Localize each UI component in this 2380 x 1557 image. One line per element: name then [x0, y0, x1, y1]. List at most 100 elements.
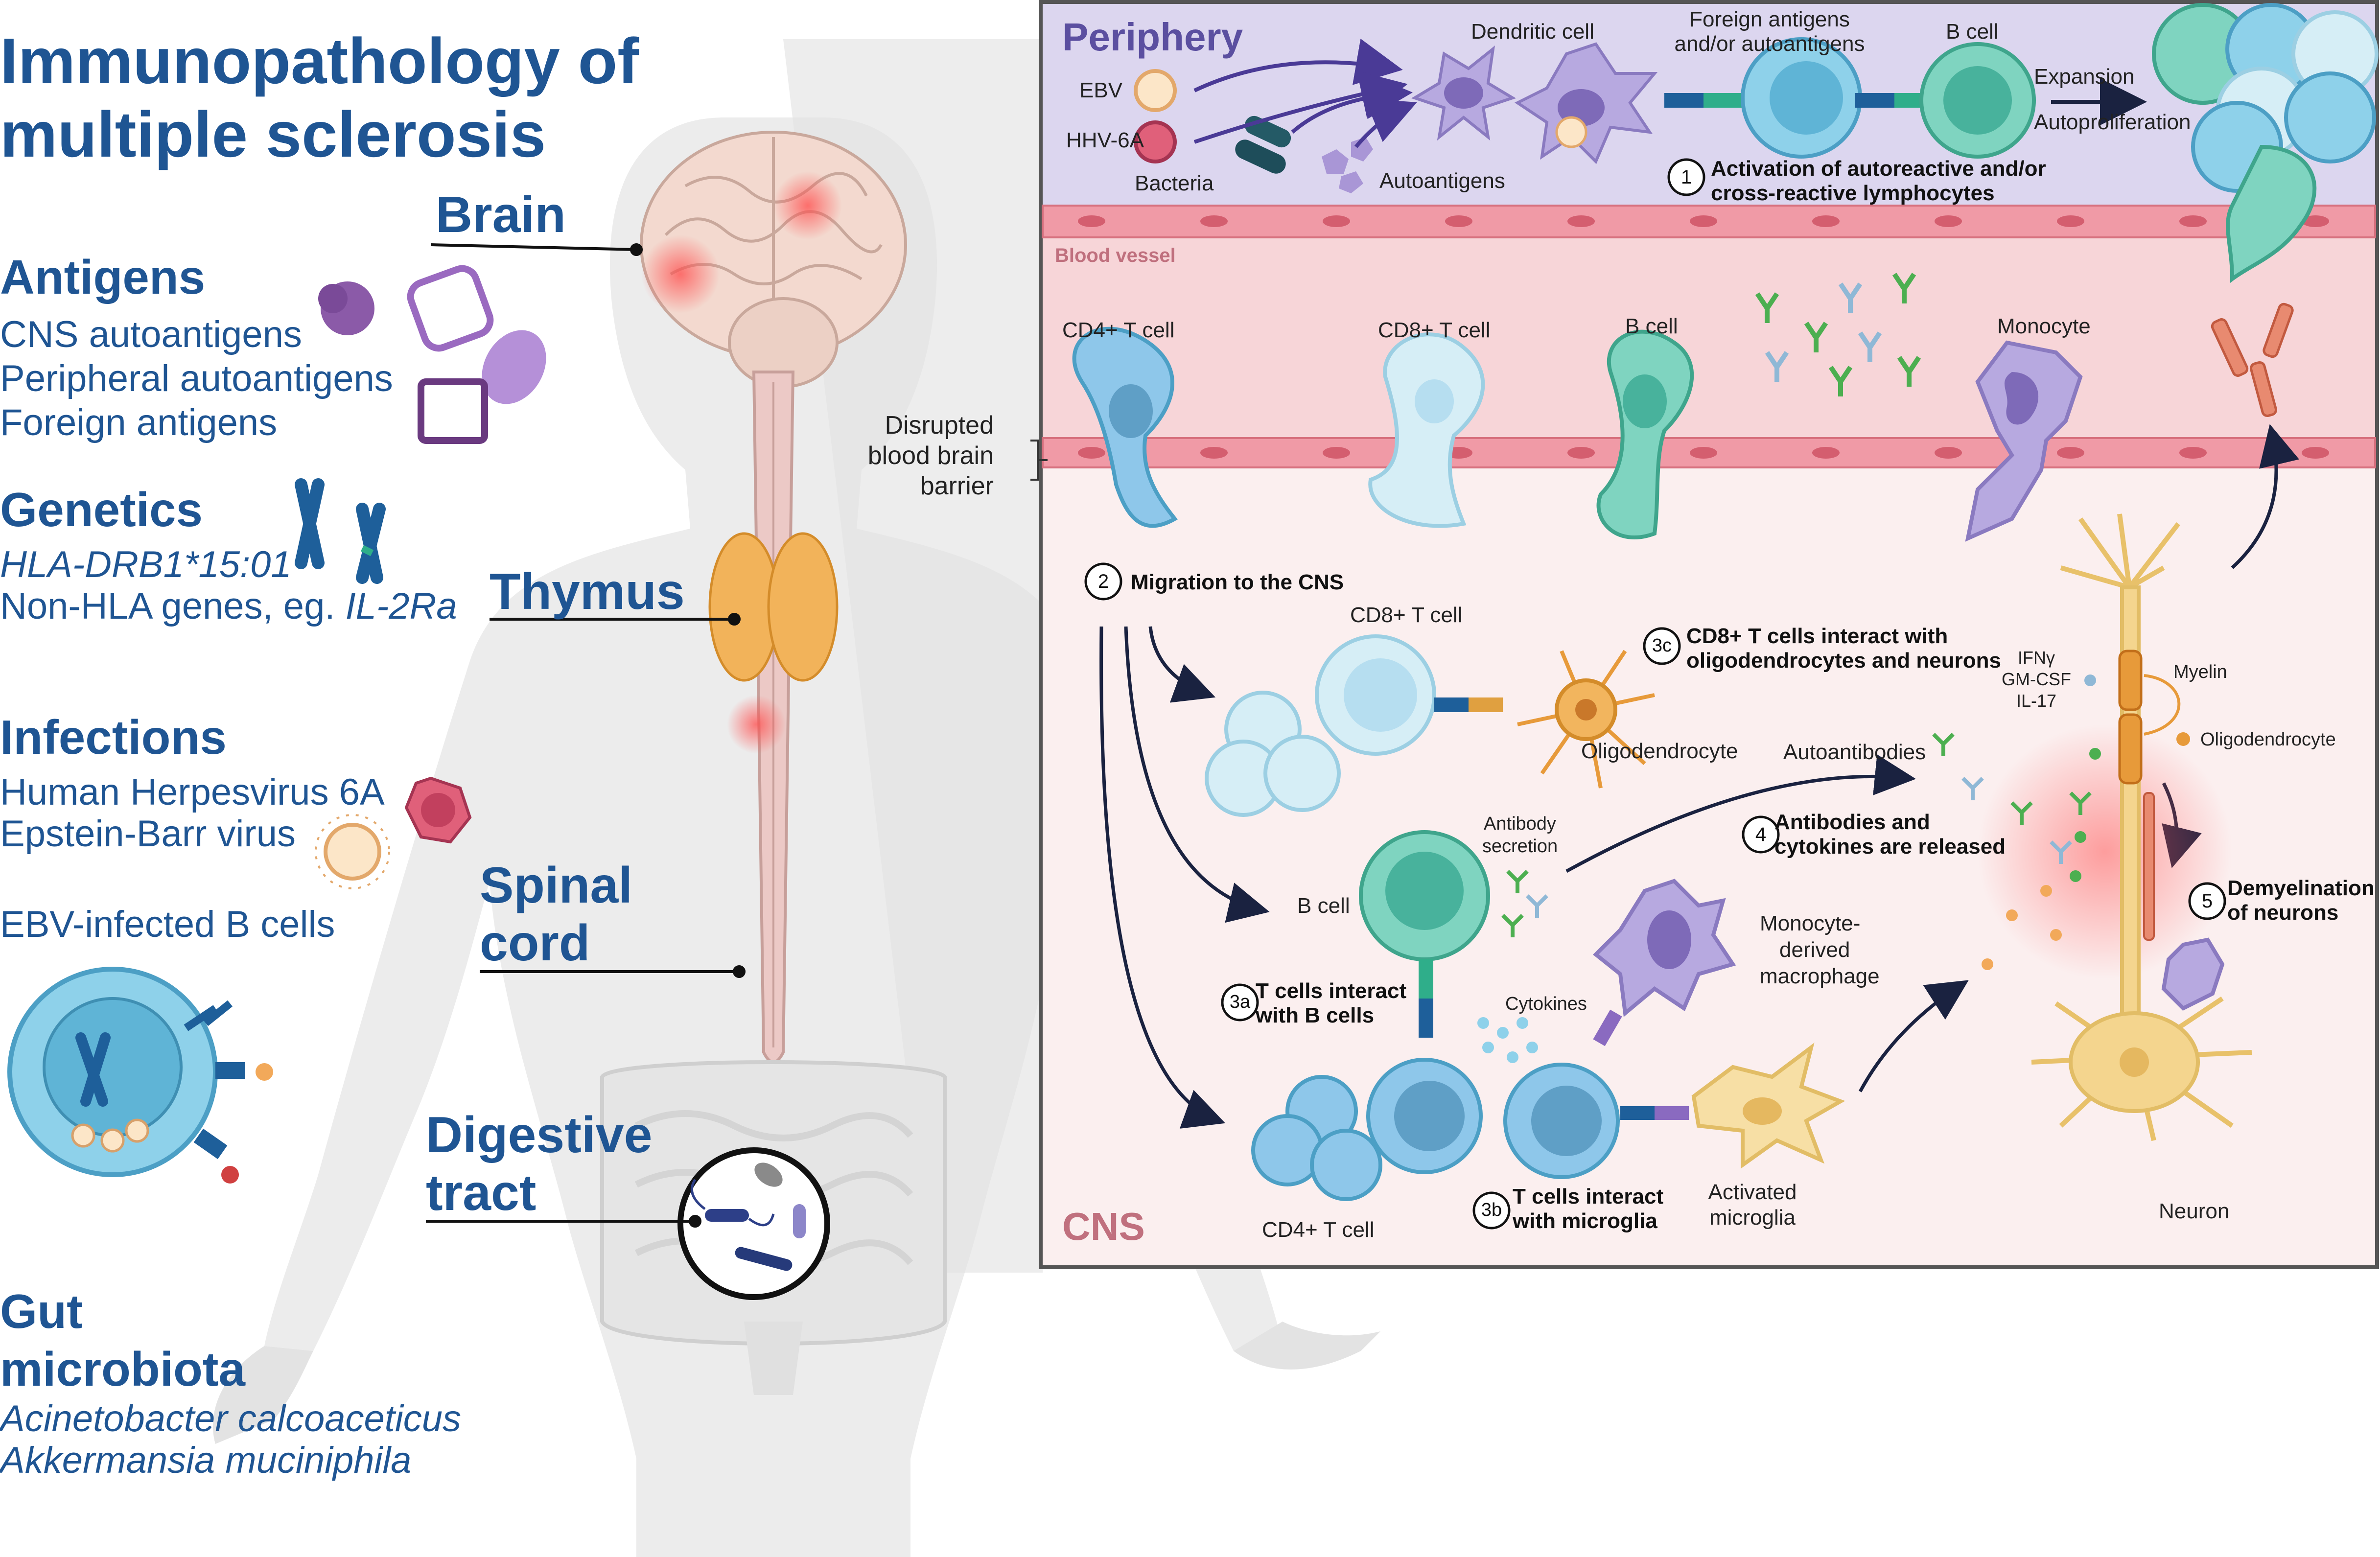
oligodendrocyte-label: Oligodendrocyte: [1581, 739, 1738, 763]
bacteria-label: Bacteria: [1135, 171, 1214, 195]
antibody-secretion-label: Antibody secretion: [1471, 813, 1569, 858]
step-5-text: Demyelination of neurons: [2227, 876, 2375, 925]
step-line: T cells interact: [1256, 979, 1407, 1003]
step-number: 3a: [1229, 992, 1251, 1012]
dendritic-cell-label: Dendritic cell: [1471, 20, 1594, 44]
ebv-label: EBV: [1079, 78, 1123, 102]
antibody-secretion-line: Antibody: [1484, 813, 1556, 834]
step-2-text: Migration to the CNS: [1131, 570, 1344, 594]
infections-heading: Infections: [0, 710, 227, 764]
step-number: 3c: [1652, 635, 1672, 656]
gut-item: Akkermansia muciniphila: [0, 1440, 412, 1481]
step-line: Activation of autoreactive and/or: [1711, 157, 2046, 181]
step-line: CD8+ T cells interact with: [1686, 624, 1948, 648]
foreign-antigens-label: Foreign antigens and/or autoantigens: [1672, 7, 1867, 56]
activated-microglia-label: Activated microglia: [1679, 1180, 1826, 1231]
virus-icons: [315, 776, 472, 889]
microglia-line: microglia: [1709, 1206, 1796, 1230]
step-line: of neurons: [2227, 901, 2339, 925]
vessel-bcell-label: B cell: [1625, 314, 1678, 338]
step-line: with B cells: [1256, 1003, 1375, 1027]
step-number: 3b: [1481, 1200, 1502, 1220]
myelin-debris: [2211, 302, 2294, 418]
cns-bcell-label: B cell: [1297, 894, 1350, 918]
genetics-heading: Genetics: [0, 483, 203, 536]
thymus-illustration: [708, 532, 839, 682]
cytokines-label: Cytokines: [1505, 994, 1587, 1014]
step-line: Demyelination: [2227, 876, 2375, 900]
macrophage-line: derived: [1779, 938, 1850, 962]
antibodies-vessel: [1755, 273, 1921, 396]
vessel-cd4-label: CD4+ T cell: [1062, 318, 1175, 342]
gut-microbiota-heading: Gut microbiota: [0, 1284, 245, 1396]
genetics-non-hla: Non-HLA genes, eg. IL-2Ra: [0, 585, 457, 627]
b-cell-label-periphery: B cell: [1946, 20, 1999, 44]
macrophage-line: macrophage: [1760, 964, 1880, 988]
step-3c-text: CD8+ T cells interact with oligodendrocy…: [1686, 624, 2001, 673]
organ-label-thymus: Thymus: [490, 563, 685, 620]
organ-leader-lines: [426, 243, 746, 1228]
step-number: 5: [2201, 890, 2213, 912]
step-number: 1: [1680, 166, 1692, 188]
autoantigens-label: Autoantigens: [1379, 169, 1505, 193]
step-1-text: Activation of autoreactive and/or cross-…: [1711, 157, 2046, 206]
step-3b-text: T cells interact with microglia: [1513, 1185, 1663, 1233]
brain-illustration: [640, 131, 907, 388]
il17-label: IL-17: [2016, 691, 2057, 711]
organ-label-digestive-tract: Digestive tract: [426, 1107, 653, 1221]
gmcsf-label: GM-CSF: [2002, 669, 2071, 689]
infection-item: Epstein-Barr virus: [0, 813, 296, 855]
step-line: Antibodies and: [1774, 810, 1930, 834]
disrupted-bbb-label: Disrupted blood brain barrier: [847, 410, 994, 501]
cns-label: CNS: [1062, 1205, 1145, 1248]
genetics-non-hla-gene: IL-2Ra: [345, 585, 457, 627]
infection-item: Human Herpesvirus 6A: [0, 771, 385, 813]
ifng-label: IFNγ: [2018, 648, 2055, 668]
antigen-item: Peripheral autoantigens: [0, 358, 393, 399]
blood-vessel-label: Blood vessel: [1055, 245, 1176, 266]
hhv6a-label: HHV-6A: [1066, 128, 1144, 152]
vessel-cells: [1072, 326, 2083, 542]
step-4-text: Antibodies and cytokines are released: [1774, 810, 2006, 859]
bbb-line: barrier: [920, 472, 994, 500]
foreign-antigens-line: and/or autoantigens: [1674, 32, 1865, 56]
genetics-non-hla-prefix: Non-HLA genes, eg.: [0, 585, 346, 627]
periphery-label: Periphery: [1062, 15, 1243, 59]
cns-cells: [1205, 513, 2252, 1201]
vessel-monocyte-label: Monocyte: [1997, 314, 2091, 338]
expansion-label: Expansion: [2034, 65, 2135, 89]
antigen-item: CNS autoantigens: [0, 314, 302, 355]
vessel-cd8-label: CD8+ T cell: [1378, 318, 1491, 342]
macrophage-label: Monocyte- derived macrophage: [1740, 910, 1880, 990]
organ-label-brain: Brain: [436, 186, 566, 243]
bbb-line: blood brain: [867, 442, 994, 470]
step-line: oligodendrocytes and neurons: [1686, 649, 2001, 673]
organ-label-spinal-cord: Spinal cord: [480, 857, 633, 972]
step-3a-text: T cells interact with B cells: [1256, 979, 1406, 1028]
ebv-b-cell-illustration: [7, 967, 273, 1184]
ebv-b-cells-label: EBV-infected B cells: [0, 904, 335, 945]
neuron-label: Neuron: [2159, 1199, 2230, 1223]
step-line: cross-reactive lymphocytes: [1711, 181, 1995, 205]
oligodendrocyte-right-label: Oligodendrocyte: [2200, 729, 2336, 750]
chromosome-icons: [295, 478, 386, 584]
step-markers: [1084, 158, 2226, 1230]
step-number: 4: [1755, 824, 1767, 845]
antigen-icons: [318, 265, 546, 444]
cns-cd8-label: CD8+ T cell: [1350, 603, 1463, 627]
antigens-heading: Antigens: [0, 250, 206, 304]
macrophage-line: Monocyte-: [1760, 911, 1861, 935]
cytokine-names: IFNγ GM-CSF IL-17: [1997, 647, 2076, 712]
step-line: with microglia: [1513, 1209, 1657, 1233]
antigen-item: Foreign antigens: [0, 402, 278, 443]
migration-arrows: [1099, 424, 2299, 1129]
autoantibodies-label: Autoantibodies: [1783, 740, 1926, 764]
antibody-secretion-line: secretion: [1482, 836, 1558, 857]
step-number: 2: [1097, 571, 1109, 592]
microbiota-circle: [677, 1147, 830, 1300]
step-line: T cells interact: [1513, 1185, 1664, 1208]
foreign-antigens-line: Foreign antigens: [1689, 7, 1850, 31]
genetics-hla: HLA-DRB1*15:01: [0, 544, 292, 585]
page-title: Immunopathology of multiple sclerosis: [0, 25, 639, 170]
